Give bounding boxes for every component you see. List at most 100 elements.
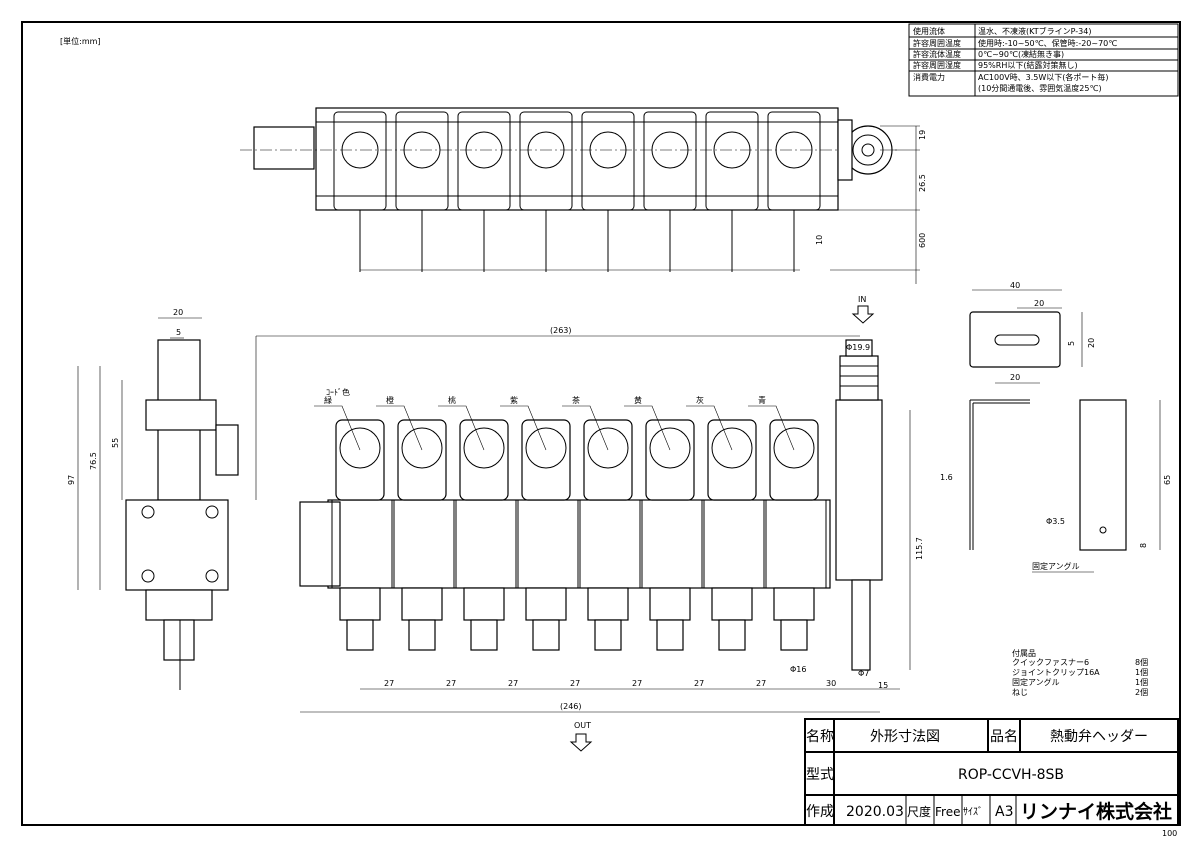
dim-side-55: 55 xyxy=(111,438,120,448)
dim-10: 10 xyxy=(815,235,824,245)
outlet-fitting xyxy=(339,587,381,621)
outlet-pipe xyxy=(408,619,436,651)
spec-label: 消費電力 xyxy=(913,72,945,82)
scale-label: 尺度 xyxy=(907,804,931,819)
actuator-cap xyxy=(587,427,629,469)
outlet-pipe xyxy=(718,619,746,651)
dim-pitch: 27 xyxy=(756,679,766,688)
cord-color-label: 橙 xyxy=(386,395,394,405)
dim-bracket-20c: 20 xyxy=(1010,373,1020,382)
outlet-fitting xyxy=(401,587,443,621)
drawing-name: 外形寸法図 xyxy=(870,729,940,745)
top-actuator-cap xyxy=(589,131,627,169)
outlet-fitting xyxy=(649,587,691,621)
size-label: ｻｲｽﾞ xyxy=(963,806,983,818)
cord-color-label: 青 xyxy=(758,395,766,405)
outlet-pipe xyxy=(780,619,808,651)
spec-value: 温水、不凍液(KTブラインP-34) xyxy=(978,26,1091,36)
cord-color-label: 黄 xyxy=(634,395,642,405)
outlet-fitting xyxy=(463,587,505,621)
outlet-pipe xyxy=(532,619,560,651)
spec-value: AC100V時、3.5W以下(各ポート毎) xyxy=(978,72,1109,82)
dim-pitch: 27 xyxy=(570,679,580,688)
actuator-head xyxy=(521,419,571,501)
created-label: 作成 xyxy=(806,804,834,820)
model-label: 型式 xyxy=(806,767,834,783)
dim-246: (246) xyxy=(560,702,582,711)
accessory-qty: 1個 xyxy=(1135,667,1148,677)
top-actuator-cap xyxy=(341,131,379,169)
spec-value: 95%RH以下(結露対策無し) xyxy=(978,60,1078,70)
spec-label: 許容周囲温度 xyxy=(913,38,961,48)
dim-bracket-hole: Φ3.5 xyxy=(1046,517,1065,526)
dim-263: (263) xyxy=(550,326,572,335)
actuator-head xyxy=(583,419,633,501)
flow-out-label: OUT xyxy=(574,721,591,730)
dim-phi19-9: Φ19.9 xyxy=(846,343,870,352)
dim-26-5: 26.5 xyxy=(918,174,927,192)
cord-leader xyxy=(624,405,671,451)
dim-side-20: 20 xyxy=(173,308,183,317)
actuator-head xyxy=(397,419,447,501)
dim-19: 19 xyxy=(918,130,927,140)
scale-value: Free xyxy=(935,805,960,819)
page-number: 100 xyxy=(1162,829,1177,838)
dim-pitch: 27 xyxy=(384,679,394,688)
dim-bracket-1-6: 1.6 xyxy=(940,473,953,482)
sheet-border xyxy=(21,21,1181,826)
actuator-cap xyxy=(649,427,691,469)
actuator-head xyxy=(645,419,695,501)
spec-value: 使用時:-10~50℃、保管時:-20~70℃ xyxy=(978,38,1117,48)
accessory-name: ねじ xyxy=(1012,688,1028,697)
dim-pitch: 27 xyxy=(446,679,456,688)
created-date: 2020.03 xyxy=(846,804,904,820)
spec-table: 使用流体 温水、不凍液(KTブラインP-34) 許容周囲温度 使用時:-10~5… xyxy=(908,23,1179,97)
actuator-cap xyxy=(339,427,381,469)
cord-leader xyxy=(376,405,423,451)
actuator-cap xyxy=(525,427,567,469)
product-label: 品名 xyxy=(990,729,1018,745)
outlet-fitting xyxy=(773,587,815,621)
outlet-pipe xyxy=(470,619,498,651)
outlet-pipe xyxy=(594,619,622,651)
bracket-caption: 固定アングル xyxy=(1032,561,1080,571)
top-actuator-cap xyxy=(527,131,565,169)
size-value: A3 xyxy=(995,804,1013,820)
cord-color-label: 桃 xyxy=(448,395,456,405)
outlet-fitting xyxy=(587,587,629,621)
cord-color-label: 紫 xyxy=(510,396,518,405)
actuator-cap xyxy=(711,427,753,469)
dim-bracket-5: 5 xyxy=(1067,341,1076,346)
actuator-head xyxy=(707,419,757,501)
dim-115-7: 115.7 xyxy=(915,537,924,560)
cord-color-label: 灰 xyxy=(696,395,704,405)
dim-bracket-65: 65 xyxy=(1163,475,1172,485)
cord-leader xyxy=(500,405,547,451)
top-actuator-cap xyxy=(713,131,751,169)
actuator-cap xyxy=(463,427,505,469)
cord-leader xyxy=(562,405,609,451)
name-label: 名称 xyxy=(806,729,834,745)
accessory-name: クイックファスナー6 xyxy=(1012,658,1089,667)
accessories-title: 付属品 xyxy=(1012,648,1036,658)
dim-bracket-20a: 20 xyxy=(1034,299,1044,308)
out-arrow-icon xyxy=(569,733,593,752)
side-view: 20 5 97 76.5 55 xyxy=(67,308,239,690)
outlet-fitting xyxy=(711,587,753,621)
dim-bracket-40: 40 xyxy=(1010,281,1020,290)
outlet-pipe xyxy=(656,619,684,651)
dim-600: 600 xyxy=(918,233,927,248)
company-name: リンナイ株式会社 xyxy=(1020,800,1172,823)
outlet-fitting xyxy=(525,587,567,621)
cord-color-label: 茶 xyxy=(572,395,580,405)
actuator-cap xyxy=(773,427,815,469)
spec-value: 0℃~90℃(凍結無き事) xyxy=(978,49,1064,59)
dim-15: 15 xyxy=(878,681,888,690)
in-arrow-icon xyxy=(851,305,875,324)
accessory-qty: 2個 xyxy=(1135,687,1148,697)
top-actuator-cap xyxy=(465,131,503,169)
cord-leader xyxy=(314,405,361,451)
accessories-list: 付属品 クイックファスナー6 8個 ジョイントクリップ16A 1個 固定アングル… xyxy=(1012,648,1148,697)
cord-color-label: 緑 xyxy=(324,395,332,405)
